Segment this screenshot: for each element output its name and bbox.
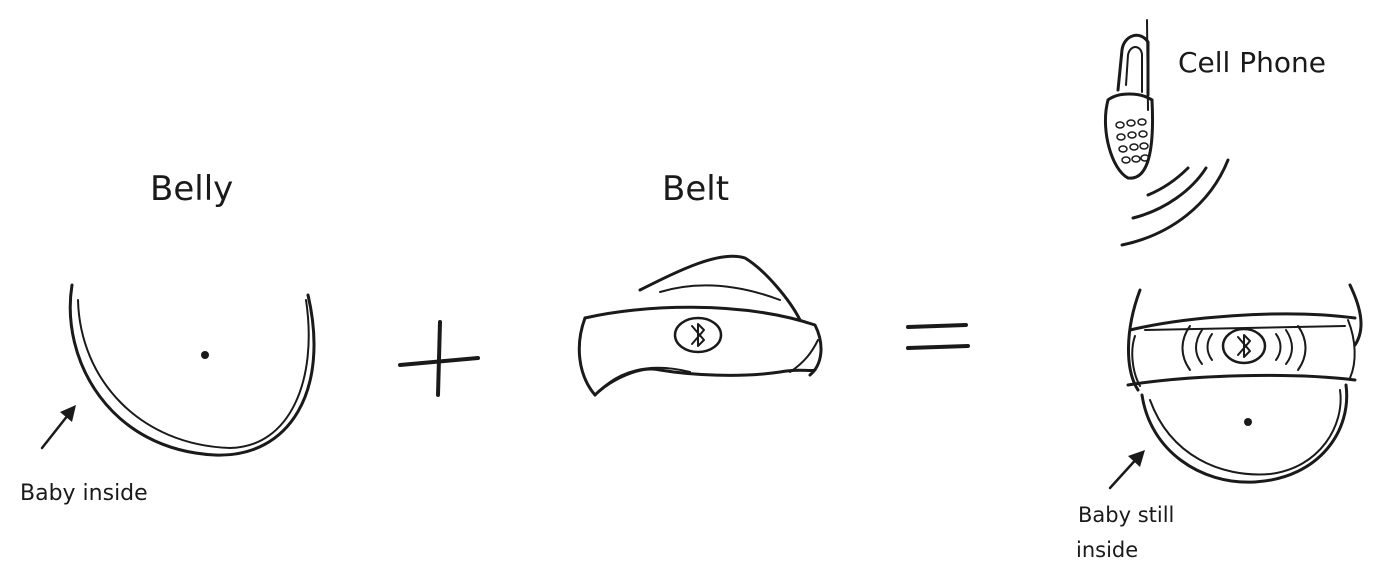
signal-waves-icon: [1122, 160, 1228, 245]
belly-outline: [70, 285, 314, 455]
belt-group: Belt: [579, 169, 821, 395]
belly-button-dot-2: [1244, 418, 1252, 426]
equals-sign: [908, 325, 968, 348]
baby-still-label-line1: Baby still: [1078, 503, 1174, 527]
cell-phone-icon: [1105, 20, 1152, 178]
baby-inside-label: Baby inside: [20, 481, 148, 506]
belly-with-belt-group: Baby still inside: [1076, 285, 1361, 562]
baby-still-label-line2: inside: [1076, 538, 1138, 562]
plus-sign: [400, 322, 478, 395]
cell-phone-group: Cell Phone: [1105, 20, 1326, 245]
bluetooth-broadcast-icon: [1183, 326, 1306, 370]
belly-label: Belly: [150, 169, 233, 209]
phone-keypad: [1116, 119, 1149, 163]
belly-group: Belly Baby inside: [20, 169, 314, 506]
belly-button-dot: [201, 351, 209, 359]
baby-inside-arrow: [42, 405, 76, 448]
belt-label: Belt: [662, 169, 729, 209]
cell-phone-label: Cell Phone: [1178, 46, 1326, 79]
baby-still-inside-arrow: [1110, 450, 1145, 488]
bluetooth-icon: [675, 318, 721, 352]
